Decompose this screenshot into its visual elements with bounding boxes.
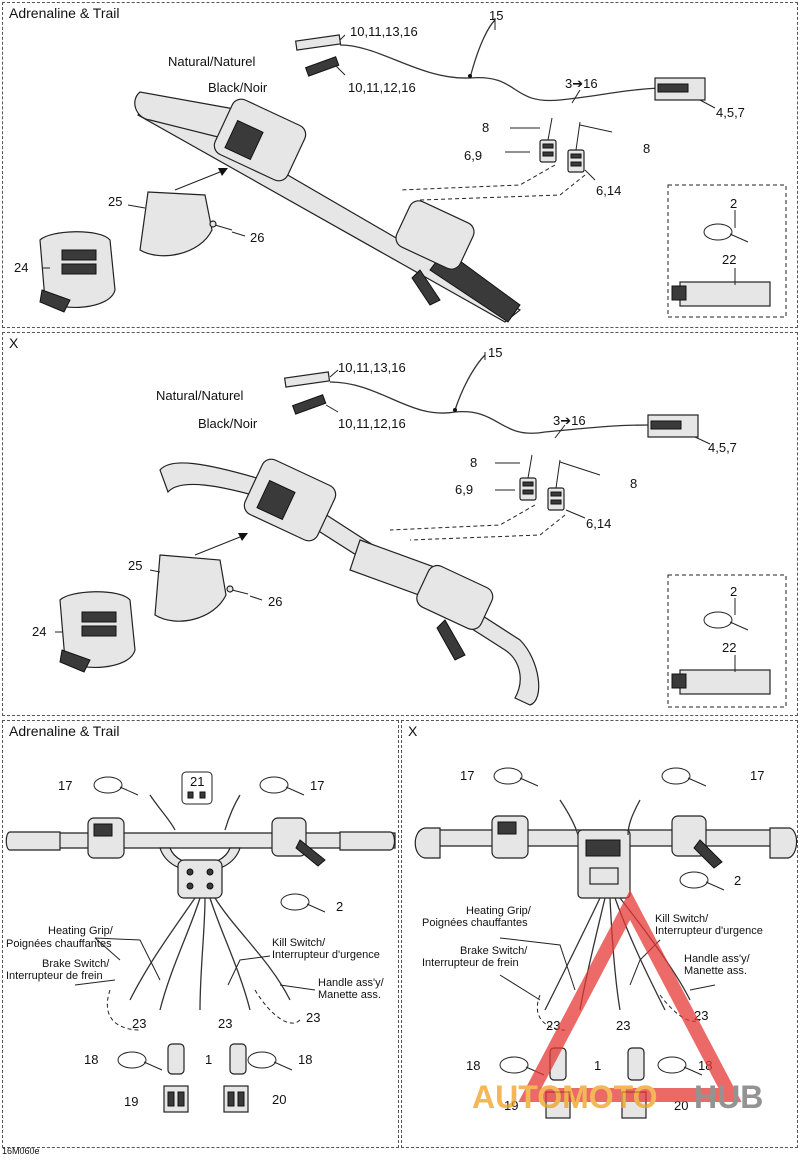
callout-4-5-7: 4,5,7 bbox=[716, 105, 745, 120]
panel-x-bottom: X bbox=[401, 720, 798, 1148]
handlebar bbox=[159, 462, 540, 706]
callout-26: 26 bbox=[250, 230, 264, 245]
watermark: AUTOMOTO HUB bbox=[472, 889, 763, 1115]
callout-10-11-13-16: 10,11,13,16 bbox=[338, 360, 406, 375]
callout-10-11-12-16: 10,11,12,16 bbox=[338, 416, 406, 431]
callout-1: 1 bbox=[205, 1052, 212, 1067]
callout-17: 17 bbox=[58, 778, 72, 793]
label-handle: Handle ass'y/ bbox=[318, 977, 385, 989]
label-kill-switch-fr: Interrupteur d'urgence bbox=[655, 925, 763, 937]
callout-2: 2 bbox=[730, 196, 737, 211]
callout-10-11-12-16: 10,11,12,16 bbox=[348, 80, 416, 95]
callout-3-16: 3➔16 bbox=[565, 76, 598, 91]
wire-lead bbox=[469, 19, 496, 79]
label-heating-grip: Heating Grip/ bbox=[48, 925, 114, 937]
callout-17: 17 bbox=[310, 778, 324, 793]
callout-25: 25 bbox=[128, 558, 142, 573]
callout-8: 8 bbox=[470, 455, 477, 470]
callout-19: 19 bbox=[124, 1094, 138, 1109]
callout-10-11-13-16: 10,11,13,16 bbox=[350, 24, 418, 39]
inset-box bbox=[667, 574, 787, 708]
callout-1: 1 bbox=[594, 1058, 601, 1073]
callout-6-14: 6,14 bbox=[596, 183, 621, 198]
callout-18: 18 bbox=[84, 1052, 98, 1067]
label-heating-grip: Heating Grip/ bbox=[466, 905, 532, 917]
wire-harness bbox=[329, 381, 651, 434]
panel-title: X bbox=[9, 335, 19, 351]
callout-24: 24 bbox=[14, 260, 28, 275]
callout-17: 17 bbox=[460, 768, 474, 783]
label-kill-switch-fr: Interrupteur d'urgence bbox=[272, 949, 380, 961]
callout-19: 19 bbox=[504, 1098, 518, 1113]
label-brake-switch-fr: Interrupteur de frein bbox=[422, 957, 519, 969]
callout-15: 15 bbox=[488, 345, 502, 360]
label-brake-switch-fr: Interrupteur de frein bbox=[6, 970, 103, 982]
label-handle-fr: Manette ass. bbox=[684, 965, 747, 977]
label-brake-switch: Brake Switch/ bbox=[460, 945, 528, 957]
label-natural: Natural/Naturel bbox=[156, 388, 244, 403]
callout-21: 21 bbox=[190, 774, 204, 789]
watermark-triangle-icon bbox=[518, 889, 742, 1102]
figure-reference: 16M060e bbox=[2, 1146, 40, 1156]
callout-2: 2 bbox=[730, 584, 737, 599]
panel-x-top: X bbox=[2, 332, 798, 716]
callout-8: 8 bbox=[643, 141, 650, 156]
label-handle: Handle ass'y/ bbox=[684, 953, 751, 965]
callout-20: 20 bbox=[272, 1092, 286, 1107]
panel1-drawing: 10,11,13,16 Natural/Naturel Black/Noir 1… bbox=[14, 8, 787, 323]
watermark-text-secondary: HUB bbox=[694, 1079, 763, 1115]
watermark-text-primary: AUTOMOTO bbox=[472, 1079, 657, 1115]
callout-22: 22 bbox=[722, 640, 736, 655]
callout-2: 2 bbox=[336, 899, 343, 914]
callout-15: 15 bbox=[489, 8, 503, 23]
panel-adrenaline-trail-top: Adrenaline & Trail bbox=[2, 2, 798, 328]
panel-title: Adrenaline & Trail bbox=[9, 723, 120, 739]
switch-cover bbox=[139, 191, 213, 257]
label-black: Black/Noir bbox=[208, 80, 268, 95]
callout-18: 18 bbox=[298, 1052, 312, 1067]
panel-title: Adrenaline & Trail bbox=[9, 5, 120, 21]
callout-6-9: 6,9 bbox=[455, 482, 473, 497]
callout-8: 8 bbox=[630, 476, 637, 491]
label-kill-switch: Kill Switch/ bbox=[272, 937, 326, 949]
label-handle-fr: Manette ass. bbox=[318, 989, 381, 1001]
callout-25: 25 bbox=[108, 194, 122, 209]
inset-box bbox=[667, 184, 787, 318]
callout-23: 23 bbox=[616, 1018, 630, 1033]
label-brake-switch: Brake Switch/ bbox=[42, 958, 110, 970]
callout-3-16: 3➔16 bbox=[553, 413, 586, 428]
label-black: Black/Noir bbox=[198, 416, 258, 431]
panel2-drawing: 10,11,13,16 Natural/Naturel Black/Noir 1… bbox=[32, 345, 787, 708]
callout-23: 23 bbox=[132, 1016, 146, 1031]
callout-17: 17 bbox=[750, 768, 764, 783]
callout-24: 24 bbox=[32, 624, 46, 639]
callout-18: 18 bbox=[466, 1058, 480, 1073]
callout-4-5-7: 4,5,7 bbox=[708, 440, 737, 455]
callout-23: 23 bbox=[218, 1016, 232, 1031]
label-natural: Natural/Naturel bbox=[168, 54, 256, 69]
panel-title: X bbox=[408, 723, 418, 739]
callout-6-14: 6,14 bbox=[586, 516, 611, 531]
label-heating-grip-fr: Poignées chauffantes bbox=[6, 938, 112, 950]
callout-26: 26 bbox=[268, 594, 282, 609]
handlebar bbox=[9, 832, 396, 849]
label-kill-switch: Kill Switch/ bbox=[655, 913, 709, 925]
panel-adrenaline-trail-bottom: Adrenaline & Trail bbox=[2, 720, 399, 1148]
callout-23: 23 bbox=[306, 1010, 320, 1025]
callout-2: 2 bbox=[734, 873, 741, 888]
wire-harness bbox=[339, 44, 661, 102]
panel3-drawing: 17 17 21 2 Heating Grip/ Poignées chauff… bbox=[5, 771, 396, 1113]
label-heating-grip-fr: Poignées chauffantes bbox=[422, 917, 528, 929]
callout-22: 22 bbox=[722, 252, 736, 267]
callout-6-9: 6,9 bbox=[464, 148, 482, 163]
callout-8: 8 bbox=[482, 120, 489, 135]
